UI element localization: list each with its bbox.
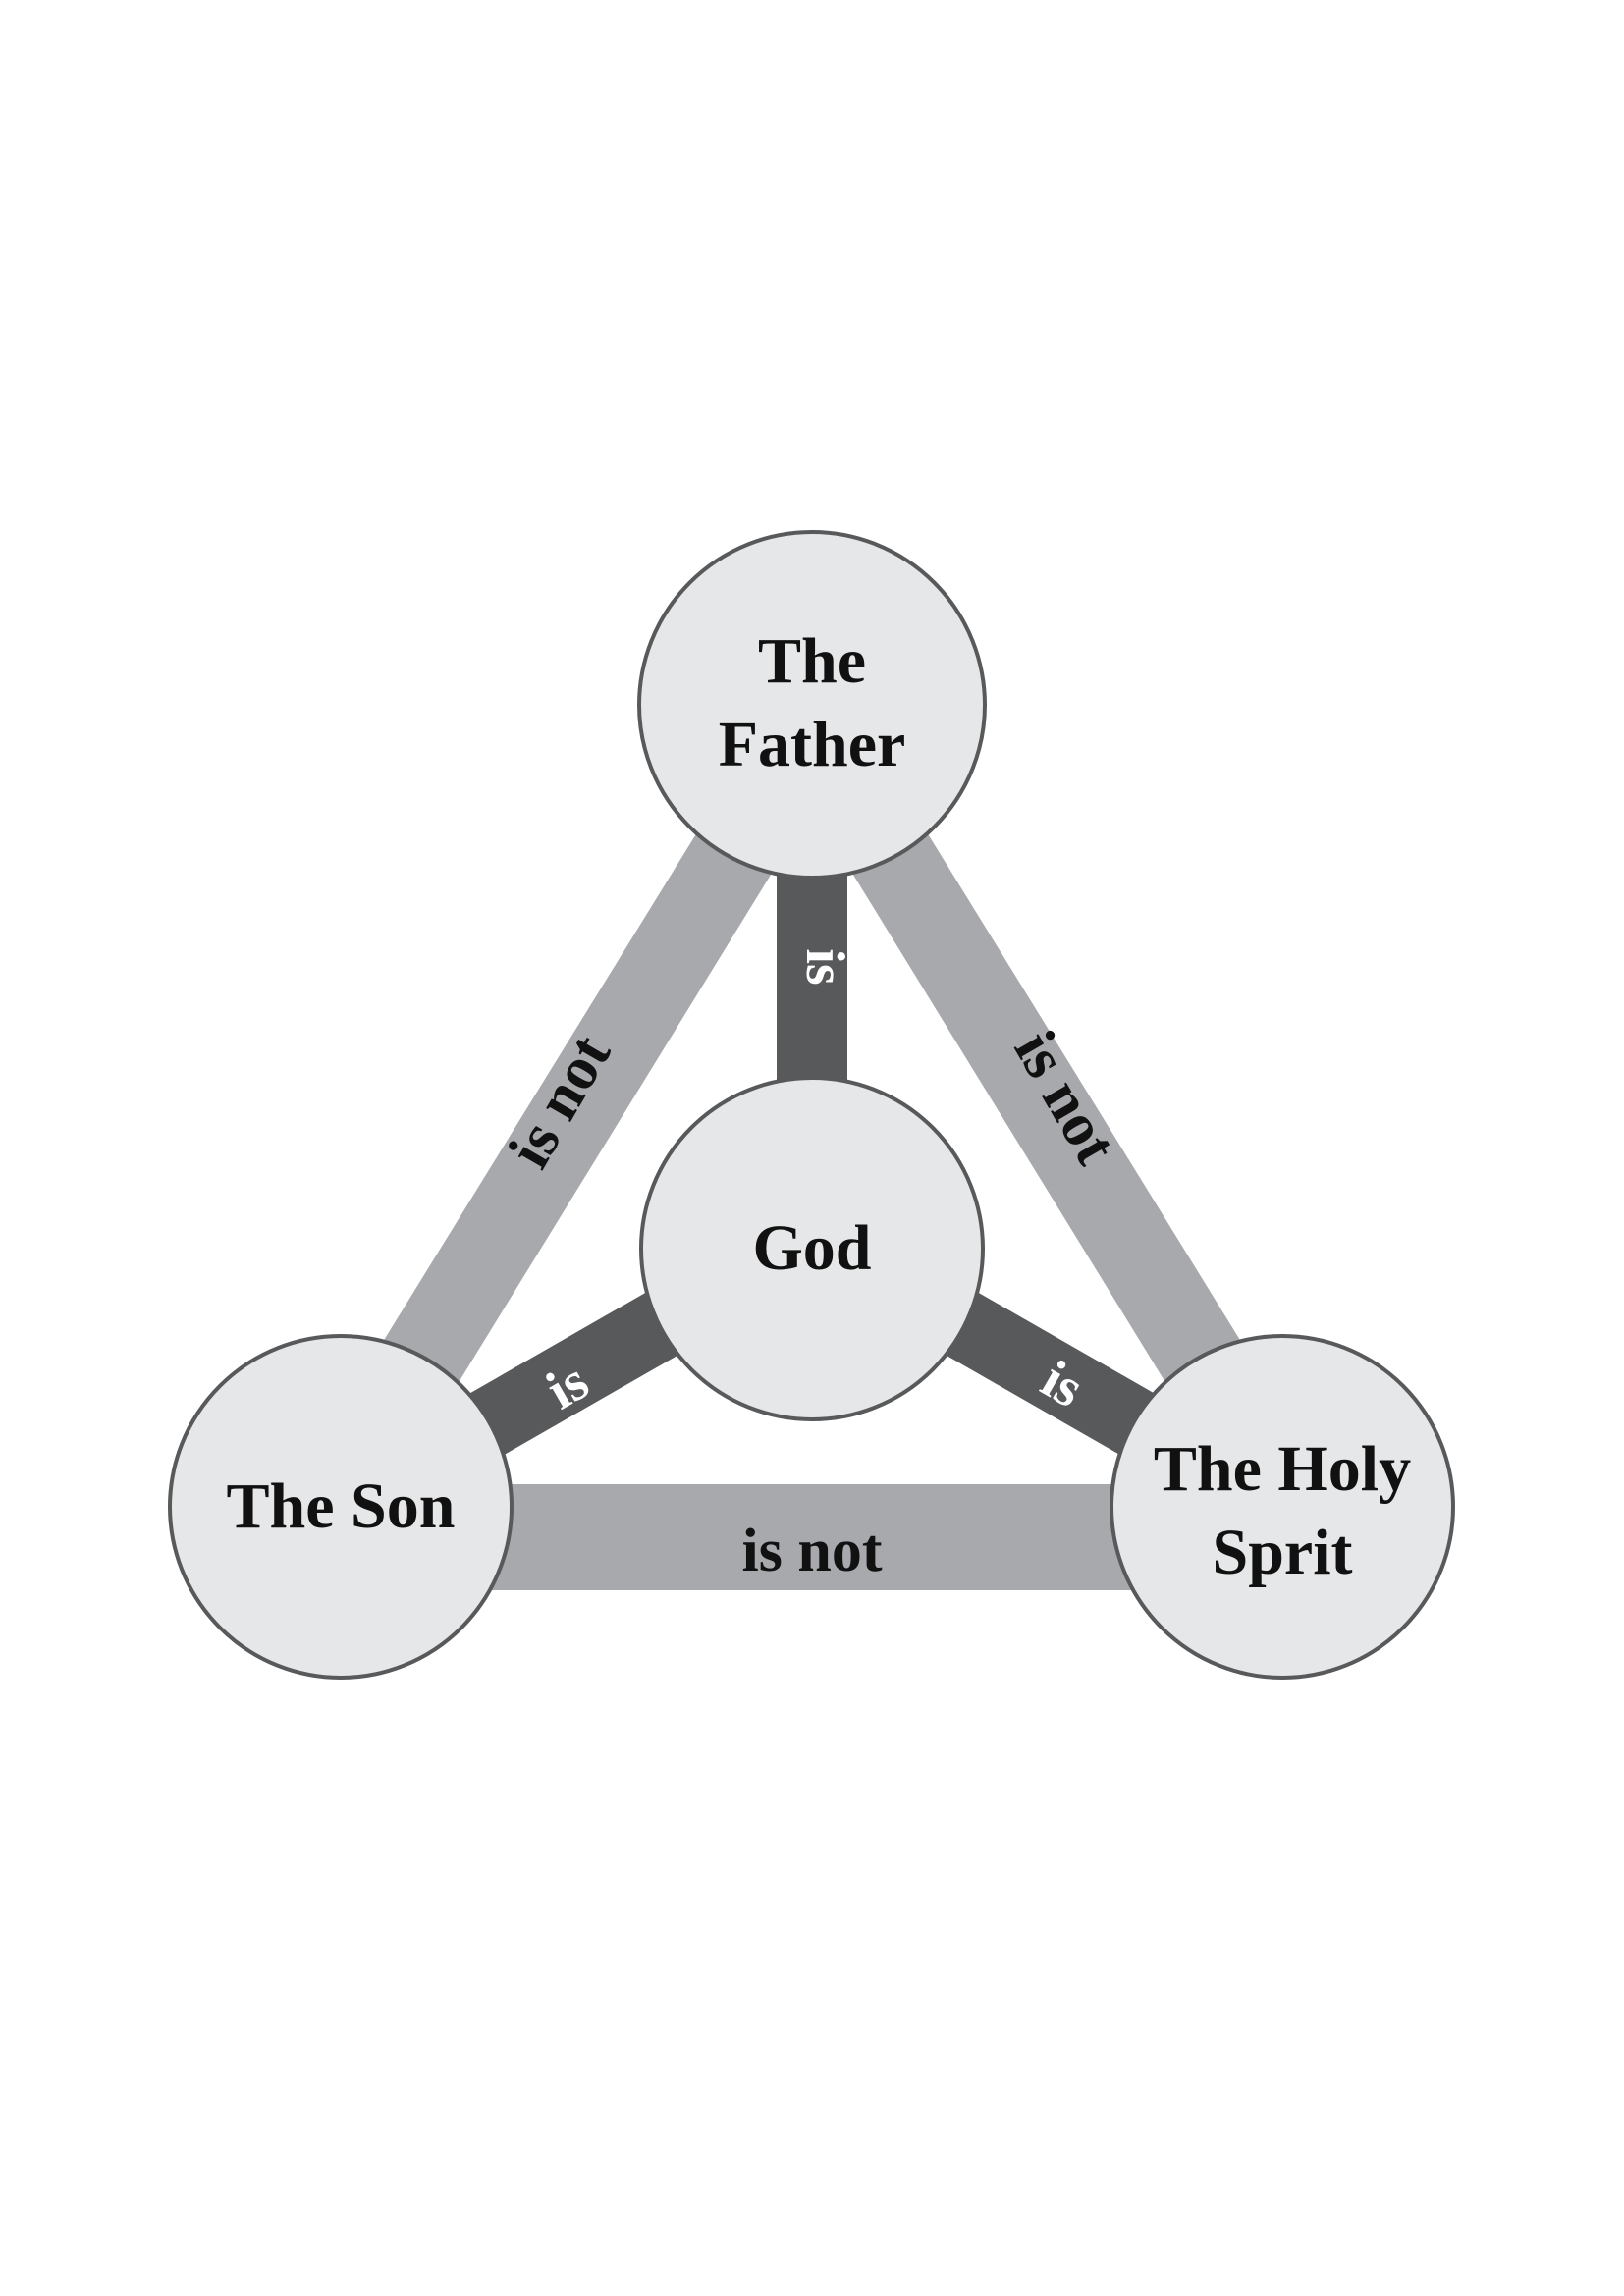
node-spirit-line-1: The Holy — [1154, 1433, 1411, 1505]
node-son-line-1: The Son — [227, 1470, 456, 1542]
band-father-god — [777, 844, 847, 1099]
label-son-spirit: is not — [742, 1518, 883, 1584]
band-son-spirit — [412, 1484, 1212, 1590]
node-father-line-2: Father — [719, 709, 906, 780]
node-son: The Son — [168, 1334, 514, 1680]
band-spirit-god — [942, 1292, 1159, 1457]
node-god: God — [639, 1076, 985, 1421]
band-son-god — [465, 1292, 682, 1457]
band-father-son — [373, 820, 776, 1384]
node-father-line-1: The — [758, 625, 866, 697]
node-spirit: The Holy Sprit — [1110, 1334, 1455, 1680]
node-father: The Father — [637, 530, 987, 880]
node-spirit-line-2: Sprit — [1212, 1517, 1352, 1588]
node-god-label: God — [752, 1212, 871, 1284]
label-father-god: is — [794, 948, 855, 985]
band-father-spirit — [848, 820, 1251, 1384]
